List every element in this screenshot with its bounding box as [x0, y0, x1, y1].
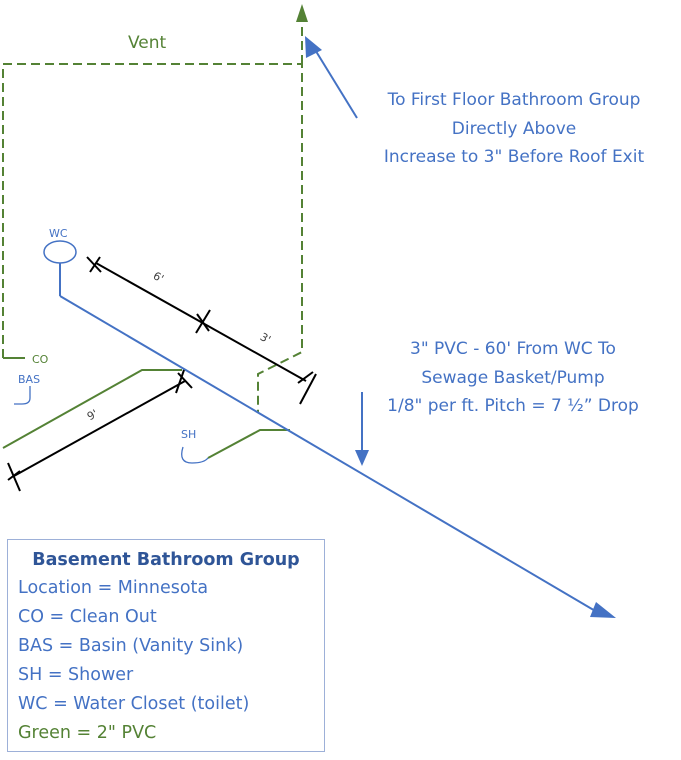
legend-item-co: CO = Clean Out [18, 607, 157, 627]
sh-trap [181, 446, 209, 464]
branch-lines [2, 357, 290, 459]
fixture-traps [14, 386, 209, 464]
main-line-text-2: Sewage Basket/Pump [421, 368, 604, 388]
legend-item-location: Location = Minnesota [18, 578, 209, 598]
legend-item-green: Green = 2" PVC [18, 723, 157, 743]
dim-3-label: 3' [258, 330, 273, 346]
drop-arrowhead [355, 450, 369, 466]
dim-9-label: 9' [85, 407, 100, 423]
bas-label: BAS [18, 373, 40, 386]
sh-branch [207, 429, 290, 459]
main-line-arrowhead [590, 602, 616, 618]
legend-title: Basement Bathroom Group [32, 550, 300, 570]
first-floor-line-2: Directly Above [452, 119, 576, 139]
first-floor-line-3: Increase to 3" Before Roof Exit [384, 147, 645, 167]
dim-line-6-3 [95, 262, 307, 382]
vent-up-arrow [296, 4, 308, 22]
bas-branch [2, 369, 182, 449]
sh-label: SH [181, 428, 196, 441]
vent-label: Vent [128, 33, 167, 53]
legend-item-wc: WC = Water Closet (toilet) [18, 694, 250, 714]
main-line-text-3: 1/8" per ft. Pitch = 7 ½” Drop [387, 396, 639, 416]
first-floor-annotation: To First Floor Bathroom Group Directly A… [384, 90, 645, 167]
dimension-lines [7, 256, 317, 492]
vent-line [2, 22, 303, 412]
legend-item-sh: SH = Shower [18, 665, 134, 685]
first-floor-line-1: To First Floor Bathroom Group [387, 90, 641, 110]
wc-fixture [43, 240, 77, 264]
legend-box: Basement Bathroom Group Location = Minne… [7, 539, 325, 752]
dim-line-9 [13, 380, 186, 477]
bas-trap [14, 386, 31, 405]
wc-label: WC [49, 227, 68, 240]
main-line [59, 295, 598, 613]
main-line-annotation: 3" PVC - 60' From WC To Sewage Basket/Pu… [387, 339, 639, 416]
first-floor-arrowhead [305, 36, 322, 58]
main-line-text-1: 3" PVC - 60' From WC To [410, 339, 616, 359]
first-floor-arrow [313, 47, 358, 119]
co-label: CO [32, 353, 49, 366]
dim-6-label: 6' [151, 269, 166, 285]
legend-item-bas: BAS = Basin (Vanity Sink) [18, 636, 244, 656]
